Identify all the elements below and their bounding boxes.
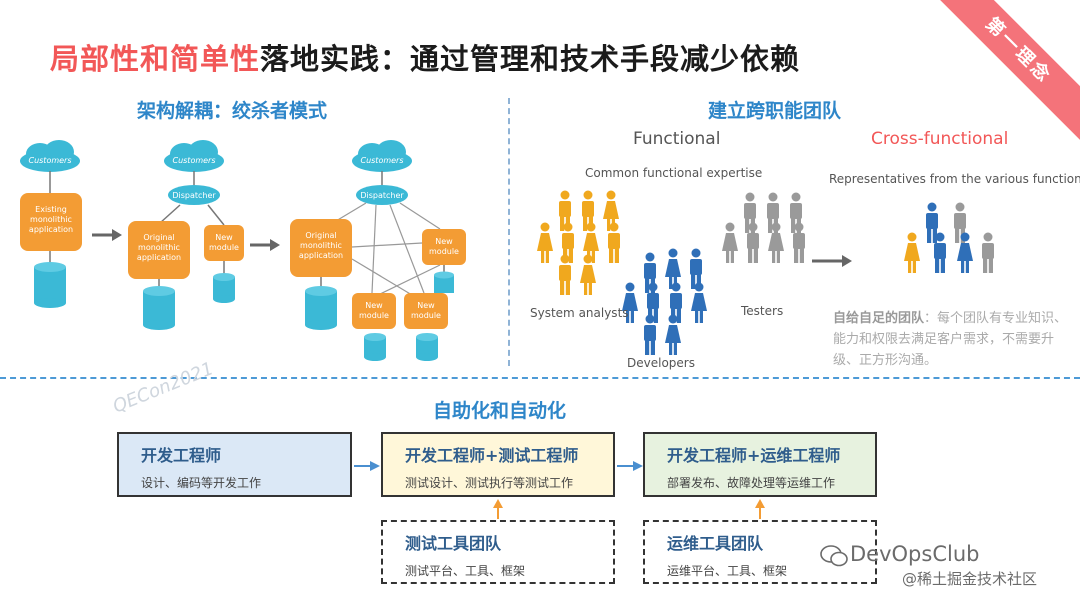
stage3-new-module-a-label: New module [429, 237, 459, 256]
system-analysts-group [537, 190, 620, 295]
testers-label: Testers [741, 304, 784, 318]
watermark-sub: @稀土掘金技术社区 [902, 570, 1038, 588]
bottom-section-title: 自助化和自动化 [433, 400, 567, 422]
system-analysts-label: System analysts [530, 306, 629, 320]
stage1-existing-app-label: Existing monolithic application [28, 205, 74, 234]
arrow-testtools-up [493, 499, 503, 519]
arrow-dev-to-devtest [354, 461, 380, 471]
cross-functional-team-group [904, 202, 994, 273]
developers-group [622, 248, 707, 355]
stage3-new-module-a [422, 229, 466, 265]
stage2-dispatcher-label: Dispatcher [172, 191, 216, 200]
strangler-diagram: Customers Existing monolithic applicatio… [20, 140, 466, 361]
arrow-devtest-to-devops [617, 461, 643, 471]
stage3-original-app [290, 219, 352, 277]
stage3-dispatcher-label: Dispatcher [360, 191, 404, 200]
cross-functional-arrow [812, 255, 852, 267]
dev-ops-box: 开发工程师+运维工程师 部署发布、故障处理等运维工作 [643, 432, 877, 497]
stage1-customers-label: Customers [28, 156, 71, 165]
stage2-new-module [204, 225, 244, 261]
wechat-icon [820, 545, 848, 567]
page-title: 局部性和简单性落地实践：通过管理和技术手段减少依赖 [50, 36, 800, 78]
corner-badge: 第一理念 [930, 0, 1080, 150]
stage3-new-module-b-label: New module [359, 301, 389, 320]
developer-box-title: 开发工程师 [141, 446, 222, 465]
stage2-original-app-label: Original monolithic application [136, 233, 182, 262]
diagonal-watermark: QECon2021 [110, 358, 217, 418]
testers-group [722, 192, 805, 263]
stage2-dispatcher [168, 185, 220, 205]
stage2-database-icon [143, 286, 175, 330]
dev-test-box-title: 开发工程师+测试工程师 [405, 446, 579, 465]
stage3-database-icon [305, 286, 337, 330]
horizontal-divider [0, 377, 1080, 379]
stage1-existing-app [20, 193, 82, 251]
test-tools-team-sub: 测试平台、工具、框架 [405, 564, 526, 578]
functional-label: Functional [633, 129, 721, 149]
developer-box: 开发工程师 设计、编码等开发工作 [117, 432, 352, 497]
common-expertise-label: Common functional expertise [585, 166, 763, 180]
stage2-small-database-icon [213, 273, 235, 303]
developer-box-sub: 设计、编码等开发工作 [141, 476, 262, 490]
note-bold: 自给自足的团队 [833, 311, 925, 326]
watermark-brand: DevOpsClub [850, 542, 980, 566]
stage3-small-database-icon-b [364, 333, 386, 361]
stage-arrow-2 [250, 239, 280, 251]
people-diagram [537, 190, 994, 355]
ops-tools-team-title: 运维工具团队 [667, 534, 764, 553]
corner-badge-label: 第一理念 [930, 0, 1080, 143]
stage-arrow-1 [92, 229, 122, 241]
cross-functional-label: Cross-functional [871, 129, 1009, 149]
test-tools-team-title: 测试工具团队 [405, 534, 502, 553]
representatives-label: Representatives from the various functio… [829, 172, 1080, 186]
title-rest: 落地实践：通过管理和技术手段减少依赖 [260, 42, 801, 76]
stage3-new-module-c-label: New module [411, 301, 441, 320]
right-section-title: 建立跨职能团队 [708, 100, 842, 122]
stage3-small-database-icon-c [416, 333, 438, 361]
stage2-original-app [128, 221, 190, 279]
vertical-divider [508, 98, 510, 366]
stage2-new-module-label: New module [209, 233, 239, 252]
dev-ops-box-title: 开发工程师+运维工程师 [667, 446, 841, 465]
stage3-new-module-b [352, 293, 396, 329]
dev-test-box: 开发工程师+测试工程师 测试设计、测试执行等测试工作 [381, 432, 615, 497]
note-rest: ：每个团队有专业知识、能力和权限去满足客户需求，不需要升级、正方形沟通。 [833, 311, 1068, 368]
stage2-customers-label: Customers [172, 156, 215, 165]
arrow-opstools-up [755, 499, 765, 519]
title-highlight: 局部性和简单性 [50, 42, 261, 76]
dev-test-box-sub: 测试设计、测试执行等测试工作 [405, 476, 574, 490]
stage3-dispatcher [356, 185, 408, 205]
self-sufficient-team-note: 自给自足的团队：每个团队有专业知识、能力和权限去满足客户需求，不需要升级、正方形… [833, 308, 1078, 371]
ops-tools-team-box: 运维工具团队 运维平台、工具、框架 [643, 520, 877, 584]
test-tools-team-box: 测试工具团队 测试平台、工具、框架 [381, 520, 615, 584]
stage3-small-database-icon-a [434, 271, 454, 293]
ops-tools-team-sub: 运维平台、工具、框架 [667, 564, 788, 578]
dev-ops-box-sub: 部署发布、故障处理等运维工作 [667, 476, 836, 490]
stage3-customers-label: Customers [360, 156, 403, 165]
developers-label: Developers [627, 356, 695, 370]
stage3-original-app-label: Original monolithic application [298, 231, 344, 260]
stage1-database-icon [34, 262, 66, 308]
stage3-new-module-c [404, 293, 448, 329]
left-section-title: 架构解耦：绞杀者模式 [137, 100, 328, 122]
